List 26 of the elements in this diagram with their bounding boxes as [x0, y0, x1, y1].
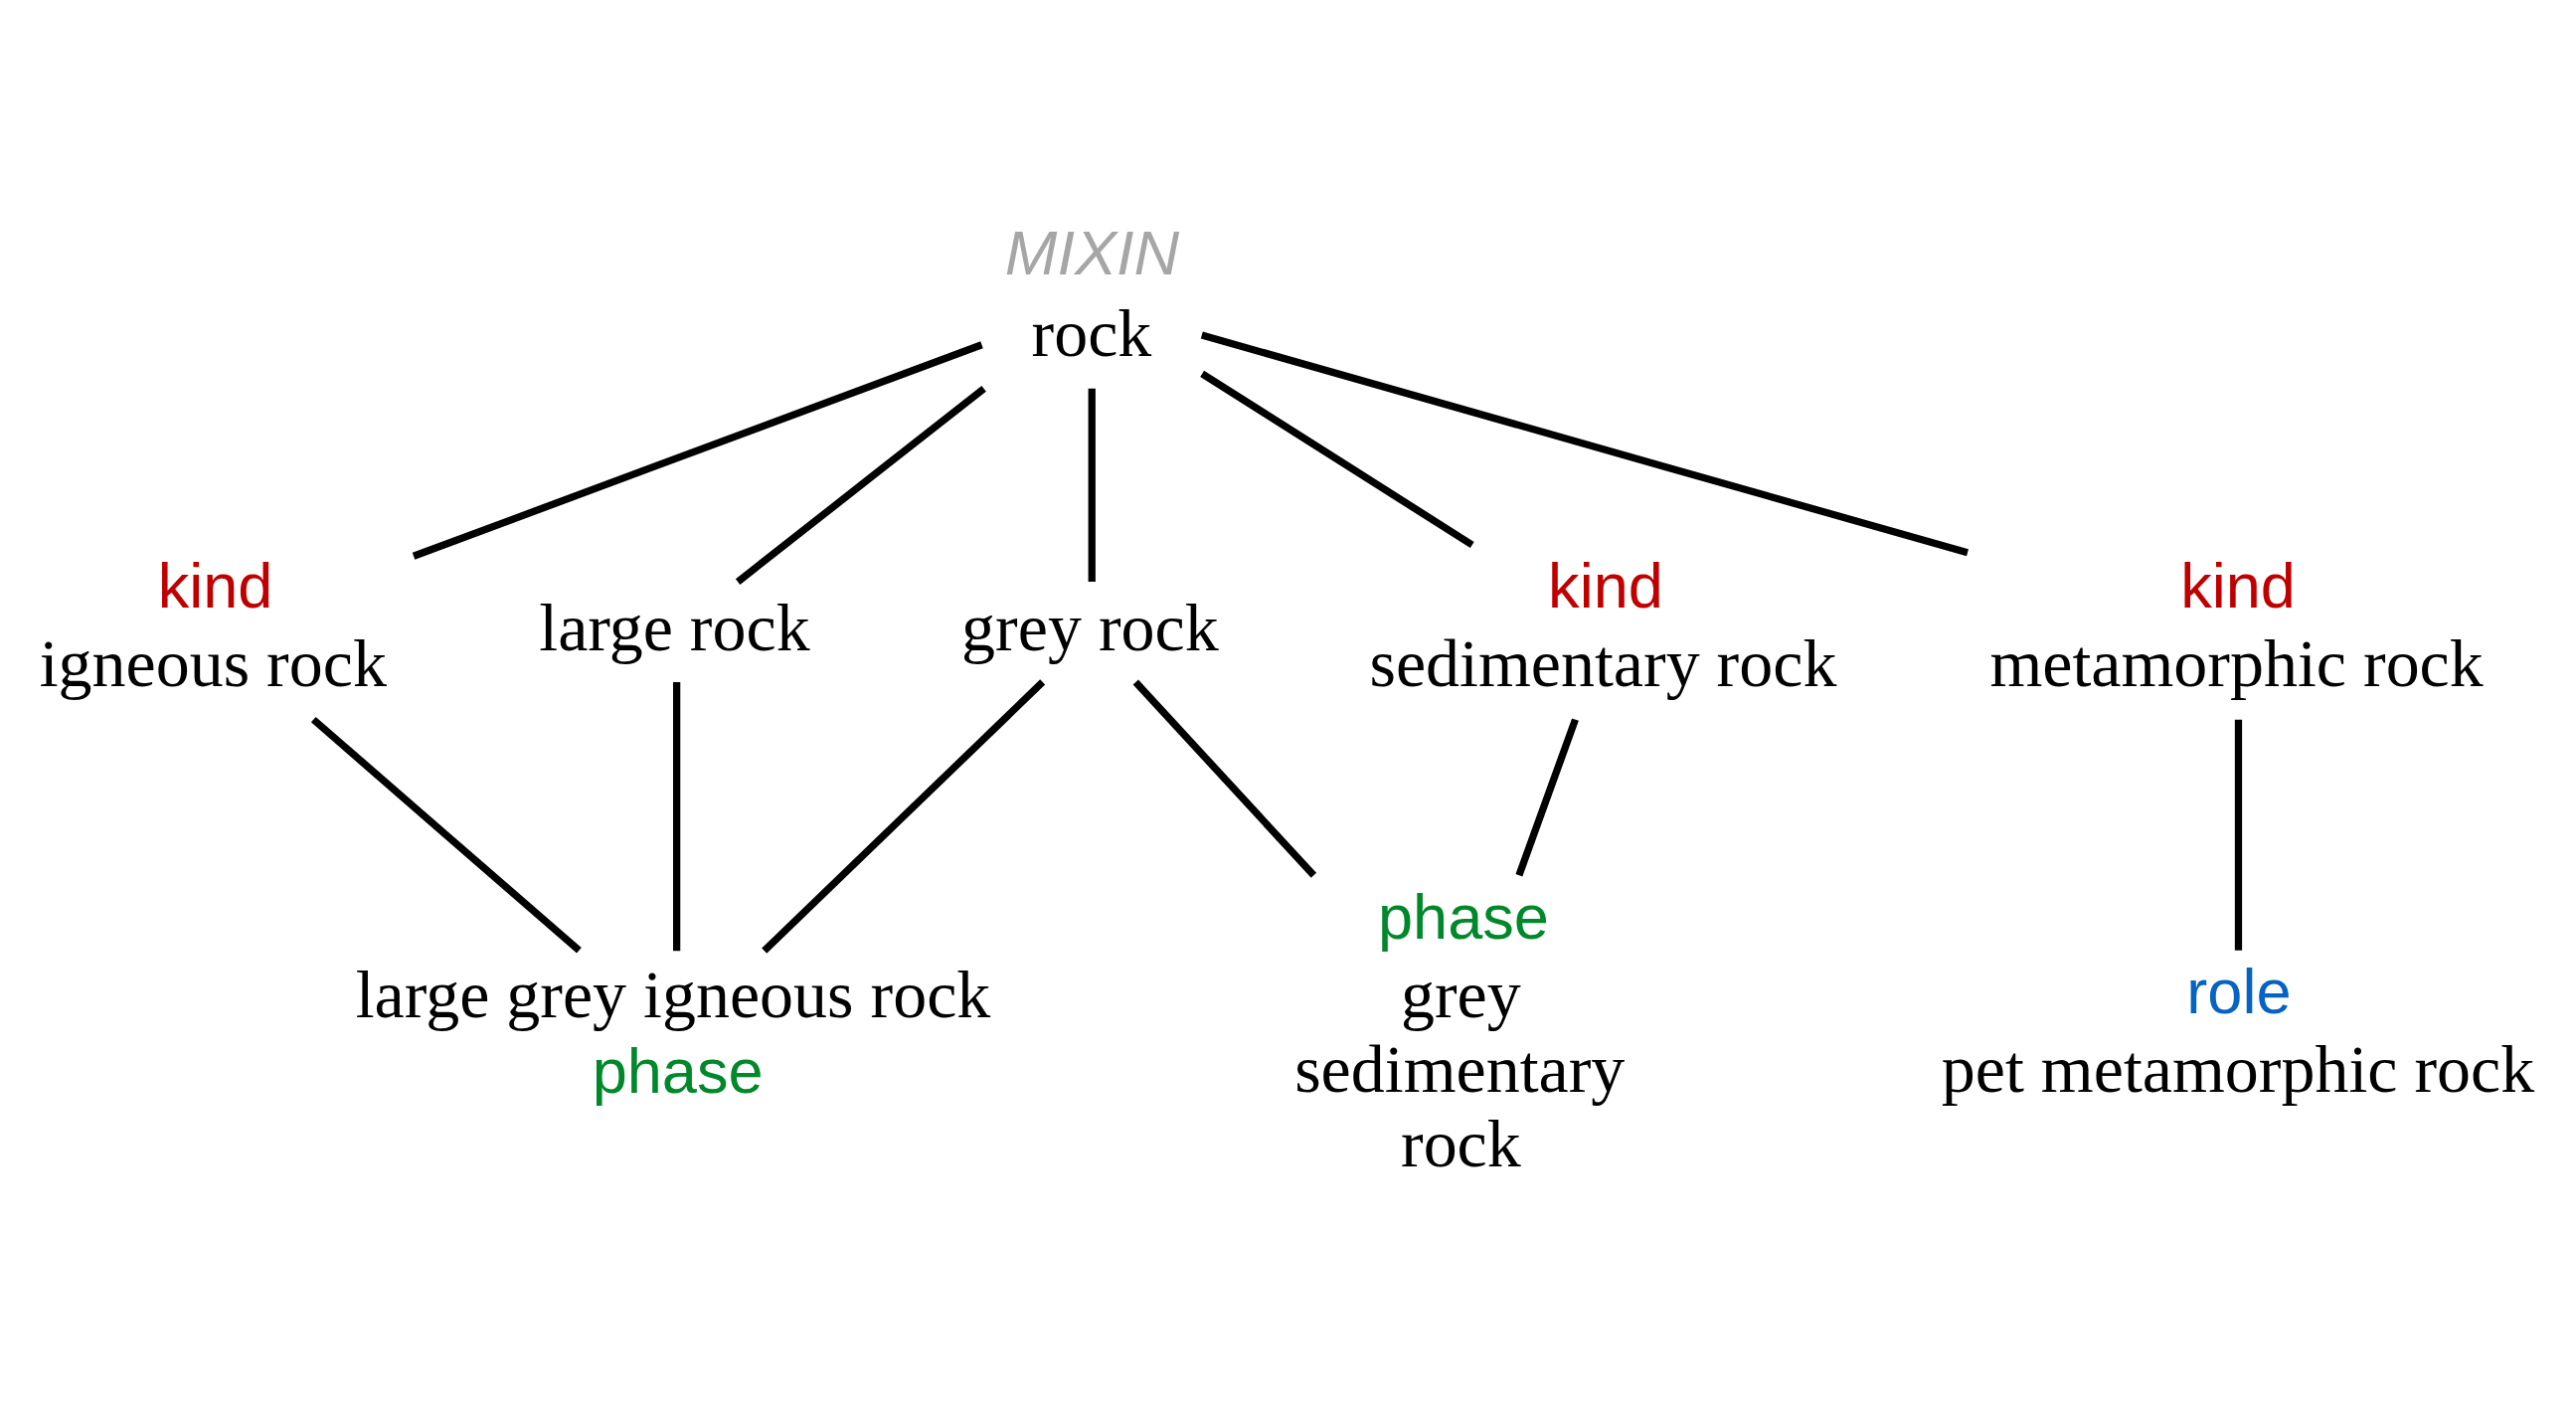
- node-label: role: [2186, 956, 2292, 1026]
- connector: [310, 716, 582, 954]
- node-label: phase: [1377, 881, 1549, 952]
- node-label: kind: [157, 550, 273, 620]
- node-text: grey rock: [961, 589, 1219, 665]
- connector: [1088, 388, 1096, 583]
- node-text: pet metamorphic rock: [1941, 1031, 2535, 1107]
- connector: [412, 341, 983, 560]
- node-text: grey sedimentary rock: [1294, 956, 1626, 1182]
- node-text: metamorphic rock: [1989, 625, 2484, 702]
- connector: [1200, 331, 1969, 557]
- node-text: igneous rock: [39, 625, 387, 702]
- node-text: rock: [1031, 294, 1152, 371]
- connector: [673, 681, 681, 952]
- connector: [1515, 718, 1579, 877]
- connector: [735, 385, 986, 585]
- node-label: kind: [1548, 550, 1663, 620]
- node-text: large grey igneous rock: [355, 956, 991, 1032]
- node-label: phase: [592, 1035, 764, 1106]
- connector: [762, 679, 1046, 954]
- node-label: MIXIN: [1004, 217, 1180, 287]
- node-label: kind: [2180, 550, 2296, 620]
- node-text: large rock: [539, 589, 810, 665]
- connector: [1132, 679, 1317, 878]
- node-text: sedimentary rock: [1369, 625, 1837, 702]
- connector: [1200, 370, 1474, 549]
